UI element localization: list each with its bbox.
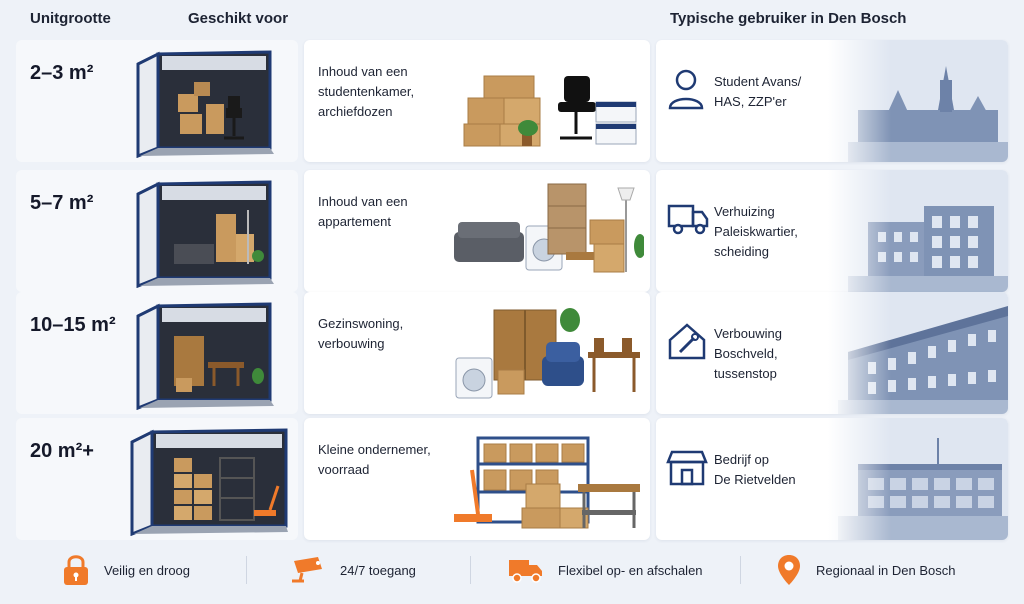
- storage-unit-illustration: [136, 180, 274, 288]
- header-suitable-for: Geschikt voor: [188, 10, 289, 27]
- feature-flexible: Flexibel op- en afschalen: [508, 548, 703, 592]
- feature-label: Flexibel op- en afschalen: [558, 562, 703, 578]
- items-illustration: [454, 436, 640, 529]
- size-card: 5–7 m²: [16, 170, 298, 292]
- user-description: Verhuizing Paleiskwartier, scheiding: [714, 204, 798, 259]
- user-description: Bedrijf op De Rietvelden: [714, 452, 796, 487]
- fit-description: Kleine ondernemer, voorraad: [318, 442, 431, 477]
- items-illustration: [454, 183, 644, 273]
- feature-label: Regionaal in Den Bosch: [816, 562, 956, 578]
- feature-regional: Regionaal in Den Bosch: [776, 548, 955, 592]
- fit-card: Gezinswoning, verbouwing: [304, 292, 650, 414]
- feature-secure: Veilig en droog: [62, 548, 190, 592]
- user-card: Verhuizing Paleiskwartier, scheiding: [656, 170, 1008, 292]
- moving-truck-icon: [667, 204, 709, 235]
- size-card: 20 m²+: [16, 418, 298, 540]
- fit-description: Inhoud van een appartement: [318, 194, 408, 229]
- house-tools-icon: [668, 323, 706, 360]
- feature-label: 24/7 toegang: [340, 562, 416, 578]
- items-illustration: [463, 75, 637, 147]
- unit-size-label: 10–15 m²: [30, 314, 116, 336]
- feature-label: Veilig en droog: [104, 562, 191, 578]
- header-typical-user: Typische gebruiker in Den Bosch: [670, 10, 907, 27]
- unit-row: 20 m²+ Kleine ondernemer, voorraad: [16, 418, 1008, 540]
- items-illustration: [455, 308, 640, 399]
- fit-card: Kleine ondernemer, voorraad: [304, 418, 650, 540]
- unit-row: 2–3 m² Inhoud van een studentenkamer, ar…: [16, 40, 1008, 162]
- person-icon: [668, 69, 704, 110]
- unit-size-label: 20 m²+: [30, 440, 94, 462]
- camera-icon: [292, 557, 322, 583]
- lock-icon: [64, 555, 88, 585]
- terraced-houses-illustration: [828, 292, 1008, 414]
- user-card: Bedrijf op De Rietvelden: [656, 418, 1008, 540]
- divider: [470, 556, 471, 584]
- apartment-building-illustration: [828, 170, 1008, 292]
- shop-icon: [666, 450, 708, 486]
- fit-description: Inhoud van een studentenkamer, archiefdo…: [318, 64, 415, 119]
- divider: [740, 556, 741, 584]
- fit-card: Inhoud van een studentenkamer, archiefdo…: [304, 40, 650, 162]
- unit-row: 10–15 m² Gezinswoning, verbouwing: [16, 292, 1008, 414]
- user-card: Verbouwing Boschveld, tussenstop: [656, 292, 1008, 414]
- storage-unit-illustration: [130, 428, 288, 536]
- header-unit-size: Unitgrootte: [30, 10, 111, 27]
- truck-icon: [509, 560, 542, 583]
- fit-card: Inhoud van een appartement: [304, 170, 650, 292]
- features-bar: Veilig en droog 24/7 toegang Flexibel op…: [0, 548, 1024, 592]
- storage-unit-illustration: [136, 50, 274, 158]
- user-description: Student Avans/ HAS, ZZP'er: [714, 74, 802, 109]
- storage-unit-illustration: [136, 302, 274, 410]
- size-card: 2–3 m²: [16, 40, 298, 162]
- unit-row: 5–7 m² Inhoud van een appartement: [16, 170, 1008, 292]
- location-pin-icon: [778, 555, 800, 585]
- business-park-illustration: [828, 418, 1008, 540]
- user-description: Verbouwing Boschveld, tussenstop: [714, 326, 782, 381]
- size-card: 10–15 m²: [16, 292, 298, 414]
- unit-size-label: 2–3 m²: [30, 62, 94, 84]
- feature-access: 24/7 toegang: [290, 548, 416, 592]
- divider: [246, 556, 247, 584]
- cathedral-skyline-illustration: [828, 40, 1008, 162]
- unit-size-label: 5–7 m²: [30, 192, 94, 214]
- fit-description: Gezinswoning, verbouwing: [318, 316, 404, 351]
- user-card: Student Avans/ HAS, ZZP'er: [656, 40, 1008, 162]
